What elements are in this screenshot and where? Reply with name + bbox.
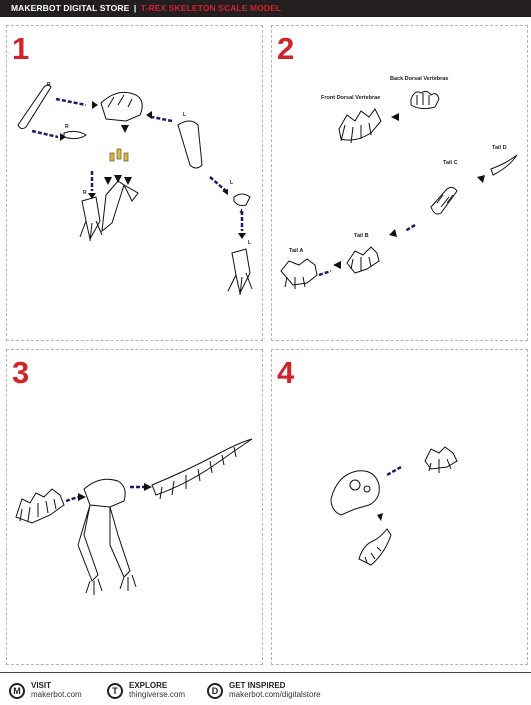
header-separator: | [133,3,137,13]
step-3-illustration [15,438,253,595]
step-4-number: 4 [277,355,295,390]
footer-visit[interactable]: M VISIT makerbot.com [9,681,82,700]
step-2-number: 2 [277,31,295,66]
step-3-number: 3 [12,355,30,390]
footer-inspired[interactable]: D GET INSPIRED makerbot.com/digitalstore [207,681,321,700]
footer-explore[interactable]: T EXPLORE thingiverse.com [107,681,185,700]
step-1-label-r3: R [83,190,87,196]
step-2-panel [271,25,528,341]
footer-explore-title: EXPLORE [129,681,168,690]
step-2-label-tail-c: Tail C [443,160,458,166]
model-title: T-REX SKELETON SCALE MODEL [140,3,282,13]
footer-inspired-url[interactable]: makerbot.com/digitalstore [229,690,321,699]
store-name: MAKERBOT DIGITAL STORE [11,3,130,13]
step-2-illustration [280,90,518,289]
thingiverse-icon: T [107,682,123,699]
header-bar: MAKERBOT DIGITAL STORE | T-REX SKELETON … [0,0,531,17]
digital-store-icon: D [207,682,223,699]
footer-inspired-title: GET INSPIRED [229,681,286,690]
step-1-illustration [17,84,253,296]
footer-explore-url[interactable]: thingiverse.com [129,690,186,699]
step-1-label-r2: R [65,124,69,130]
step-4-illustration [330,446,458,566]
makerbot-icon: M [9,682,25,699]
step-4-panel [271,349,528,665]
step-3-panel [6,349,263,665]
step-2-label-tail-a: Tail A [289,248,304,254]
footer: M VISIT makerbot.com T EXPLORE thingiver… [0,672,531,705]
step-1-label-l3: L [248,240,252,246]
step-1-label-r1: R [47,82,51,88]
step-2-label-back-dorsal: Back Dorsal Vertebrae [390,76,449,82]
step-1-panel [6,25,263,341]
step-2-label-tail-d: Tail D [492,145,507,151]
footer-visit-title: VISIT [31,681,52,690]
footer-visit-url[interactable]: makerbot.com [31,690,82,699]
step-1-number: 1 [12,31,30,66]
step-2-label-front-dorsal: Front Dorsal Vertebrae [321,95,381,101]
step-2-label-tail-b: Tail B [354,233,369,239]
step-1-label-l2: L [230,180,234,186]
step-1-label-l1: L [183,112,187,118]
